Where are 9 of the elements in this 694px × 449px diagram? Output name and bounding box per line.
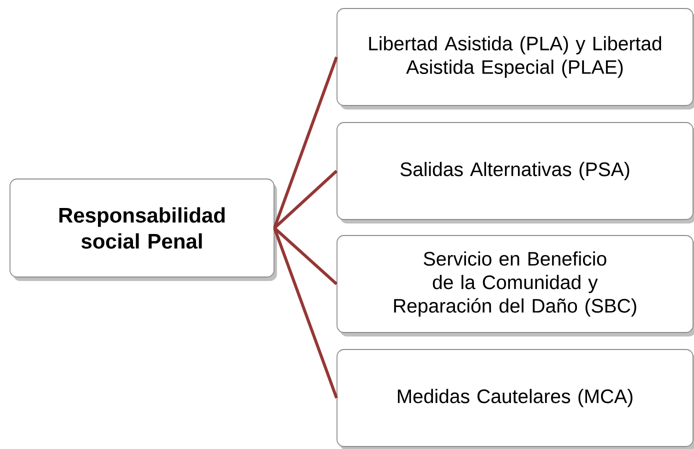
- connector-line: [273, 170, 338, 230]
- connector-line: [273, 227, 338, 398]
- connector-line: [273, 226, 338, 286]
- root-box: Responsabilidad social Penal: [10, 178, 274, 278]
- category-box: Medidas Cautelares (MCA): [336, 349, 694, 447]
- category-box: Servicio en Beneficio de la Comunidad y Reparación del Daño (SBC): [336, 235, 694, 333]
- category-box: Libertad Asistida (PLA) y Libertad Asistida Especial (PLAE): [336, 8, 694, 106]
- connector-line: [273, 56, 338, 228]
- category-box: Salidas Alternativas (PSA): [336, 122, 694, 220]
